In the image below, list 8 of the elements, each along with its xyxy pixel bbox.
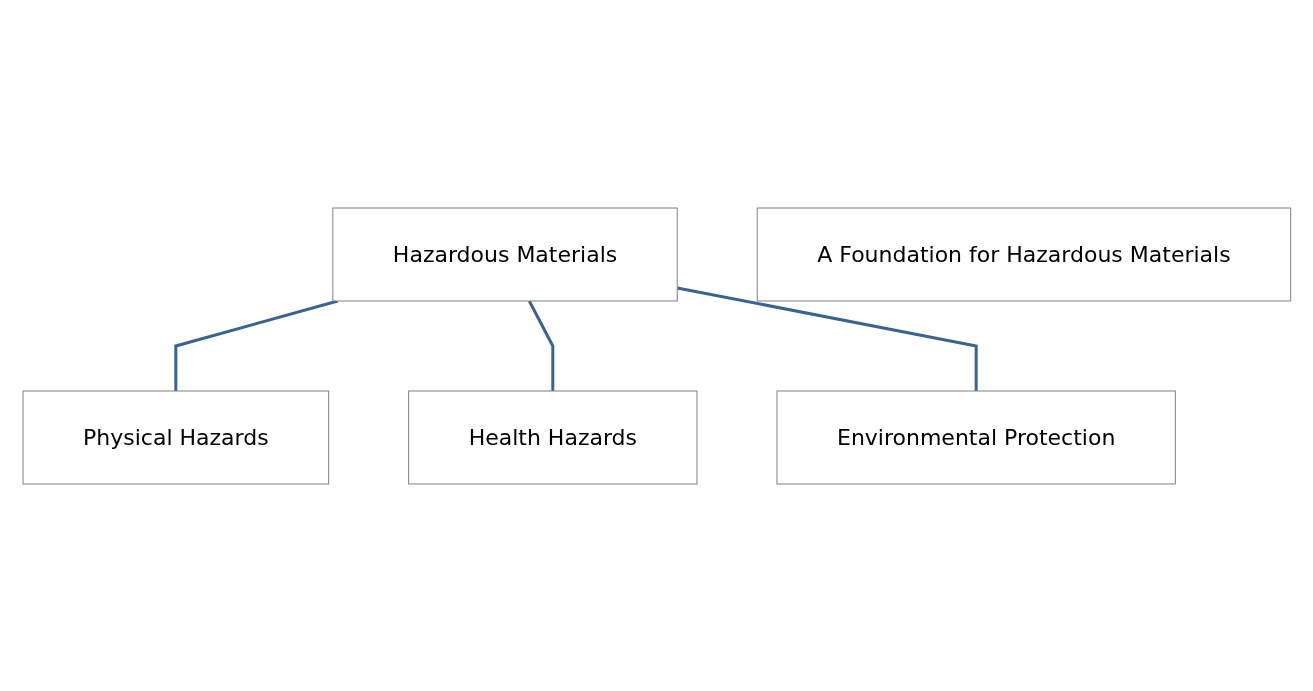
connector xyxy=(676,285,978,391)
node-box: Environmental Protection xyxy=(776,390,1176,484)
connector xyxy=(174,299,338,391)
connector xyxy=(527,299,554,391)
node-box: Health Hazards xyxy=(407,390,698,484)
node-box: Physical Hazards xyxy=(22,390,329,484)
node-box: Hazardous Materials xyxy=(332,207,678,301)
node-box: A Foundation for Hazardous Materials xyxy=(756,207,1291,301)
